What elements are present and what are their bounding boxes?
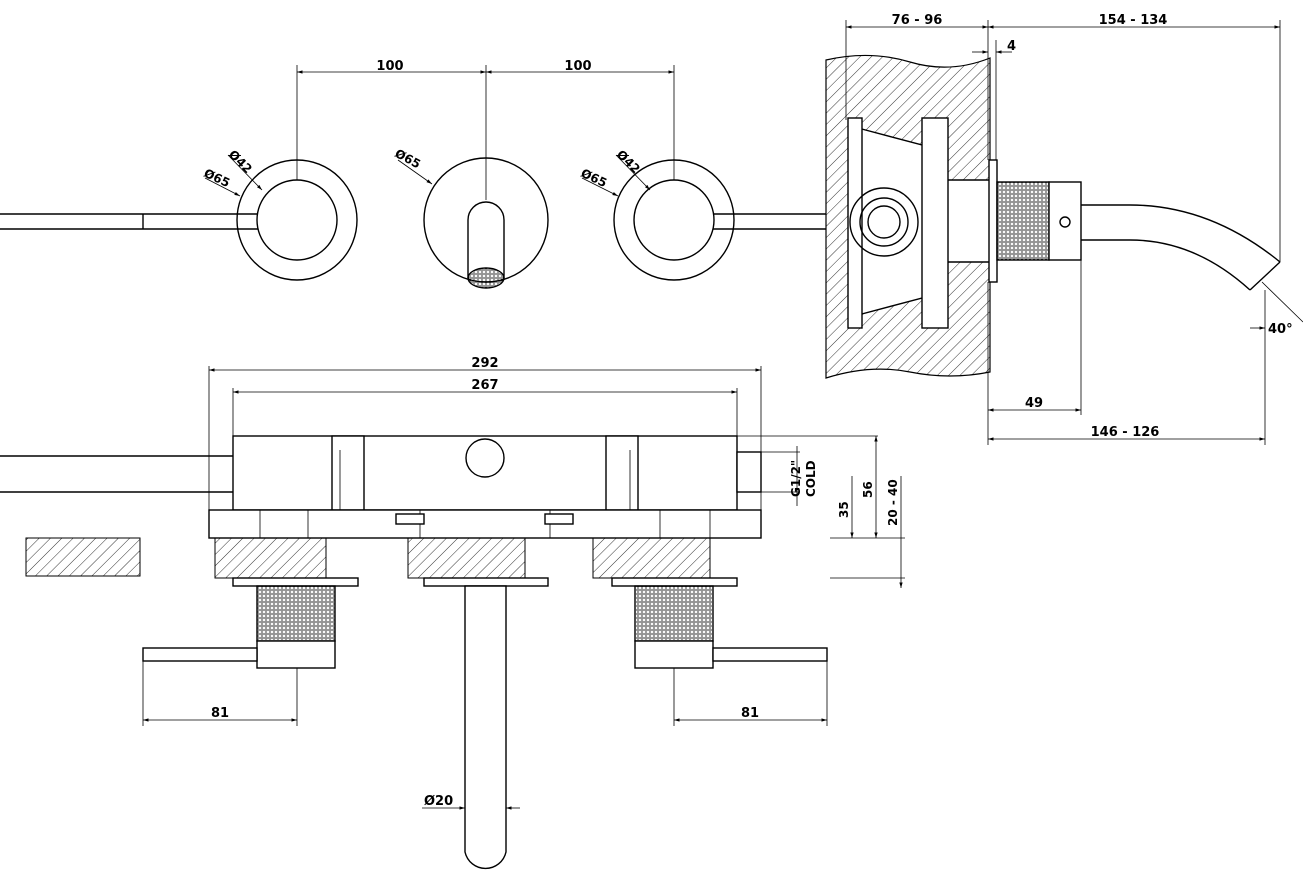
lever-right-length: 81 <box>741 706 759 721</box>
plate-gap-label: 4 <box>1007 39 1016 54</box>
depth-c-label: 20 - 40 <box>886 479 900 526</box>
total-width-label: 292 <box>471 356 498 371</box>
depth-b-label: 56 <box>861 481 875 498</box>
wall-depth-label: 76 - 96 <box>892 13 943 28</box>
spout-angle-label: 40° <box>1268 322 1293 337</box>
spout-diameter-label: Ø20 <box>424 794 453 809</box>
left-handle-front: Ø42 Ø65 <box>0 147 358 281</box>
right-handle-front: Ø42 Ø65 <box>579 147 826 281</box>
side-view: 76 - 96 154 - 134 4 49 146 - 126 40° <box>825 13 1303 445</box>
connection-side-label: COLD <box>804 460 818 497</box>
left-handle-outer-diameter: Ø65 <box>202 166 232 190</box>
spout-plate-front: Ø65 <box>393 146 549 289</box>
body-width-label: 267 <box>471 378 498 393</box>
spout-reach-label: 146 - 126 <box>1091 425 1160 440</box>
spacing-right-label: 100 <box>564 59 591 74</box>
depth-a-label: 35 <box>837 501 851 518</box>
spacing-left-label: 100 <box>376 59 403 74</box>
connection-label: G1/2" <box>789 460 803 497</box>
projection-label: 154 - 134 <box>1099 13 1168 28</box>
front-view: 100 100 Ø42 Ø65 Ø65 <box>0 59 826 289</box>
knob-depth-label: 49 <box>1025 396 1043 411</box>
left-handle-inner-diameter: Ø42 <box>226 147 255 176</box>
right-handle-outer-diameter: Ø65 <box>579 166 609 190</box>
spout-plate-diameter: Ø65 <box>393 146 423 171</box>
top-view: 292 267 <box>0 356 905 870</box>
lever-left-length: 81 <box>211 706 229 721</box>
